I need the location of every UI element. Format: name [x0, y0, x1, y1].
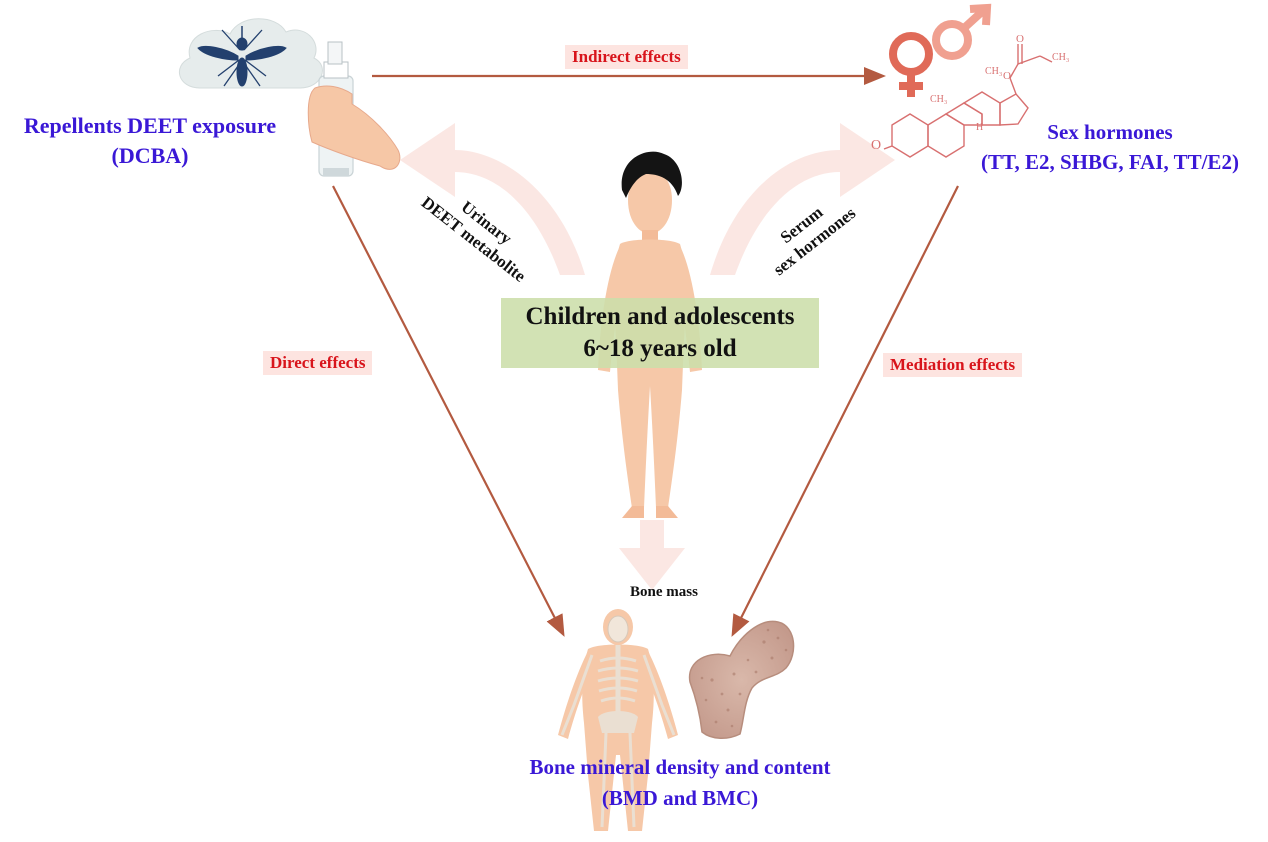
exposure-title: Repellents DEET exposure — [23, 113, 277, 138]
skeleton-body-icon — [558, 609, 678, 831]
serum-flow-arrow — [710, 123, 895, 275]
molecule-oxygen-label: O — [1016, 33, 1024, 45]
male-symbol-icon — [932, 3, 992, 60]
hand-icon — [307, 85, 401, 170]
population-subtitle: 6~18 years old — [583, 335, 737, 362]
indirect-effects-tag: Indirect effects — [565, 45, 688, 69]
molecule-oxygen-label: O — [871, 138, 882, 153]
femur-bone-icon — [688, 620, 795, 739]
molecule-hydrogen-label: H — [976, 122, 984, 133]
outcome-subtitle: (BMD and BMC) — [601, 786, 759, 810]
outcome-node-label: Bone mineral density and content (BMD an… — [480, 752, 880, 814]
hormones-title: Sex hormones — [1047, 120, 1173, 144]
mediation-effects-tag: Mediation effects — [883, 353, 1023, 377]
female-symbol-icon — [889, 32, 933, 97]
direct-effects-arrow — [332, 185, 565, 637]
molecule-methyl-label: CH₃ — [985, 66, 1003, 77]
molecule-oxygen-label: O — [1003, 70, 1011, 82]
urinary-flow-arrow — [400, 123, 585, 275]
population-title: Children and adolescents — [525, 303, 795, 330]
population-node-box: Children and adolescents 6~18 years old — [501, 298, 819, 368]
molecule-methyl-label: CH₃ — [1052, 52, 1070, 63]
mediation-effects-arrow — [731, 185, 959, 637]
mosquito-icon — [197, 26, 287, 87]
bone-mass-flow-arrow — [619, 520, 685, 590]
direct-effects-tag: Direct effects — [263, 351, 373, 375]
molecule-methyl-label: CH₃ — [930, 94, 948, 105]
hormones-node-label: Sex hormones (TT, E2, SHBG, FAI, TT/E2) — [955, 117, 1265, 177]
hormones-subtitle: (TT, E2, SHBG, FAI, TT/E2) — [981, 150, 1239, 174]
exposure-node-label: Repellents DEET exposure (DCBA) — [10, 111, 290, 171]
exposure-subtitle: (DCBA) — [111, 143, 189, 168]
bone-mass-label: Bone mass — [630, 584, 698, 600]
testosterone-molecule-icon — [883, 44, 1053, 158]
outcome-title: Bone mineral density and content — [529, 755, 831, 779]
